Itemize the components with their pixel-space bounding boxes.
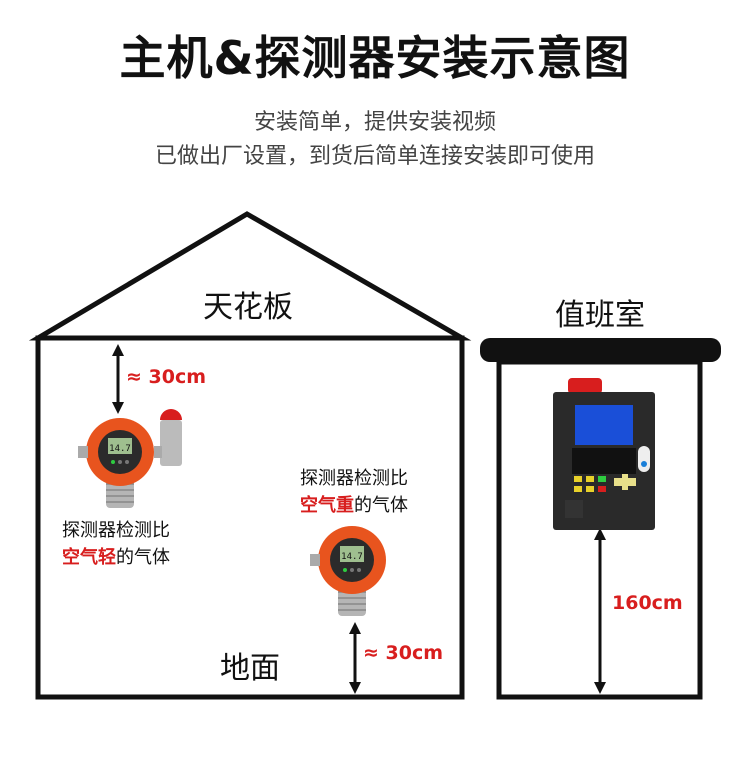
detector-floor: 14.7 [309, 525, 387, 617]
page-title: 主机&探测器安装示意图 [119, 31, 631, 85]
detector-ceiling: 14.7 [77, 409, 182, 509]
bottom-distance-label: ≈ 30cm [363, 642, 444, 664]
height-label: 160cm [612, 592, 683, 614]
note-rest: 的气体 [354, 495, 408, 516]
detector-display: 14.7 [109, 444, 131, 454]
duty-room-roof [480, 338, 721, 362]
top-distance-label: ≈ 30cm [126, 366, 207, 388]
note-rest: 的气体 [116, 547, 170, 568]
note-line: 探测器检测比 [62, 520, 170, 541]
controller [553, 378, 655, 530]
note-highlight: 空气轻 [62, 547, 116, 568]
note-line: 探测器检测比 [300, 468, 408, 489]
subtitle-line-2: 已做出厂设置，到货后简单连接安装即可使用 [154, 144, 595, 169]
note-highlight: 空气重 [300, 495, 354, 516]
light-gas-note: 探测器检测比 空气轻的气体 [62, 517, 170, 571]
subtitle-line-1: 安装简单，提供安装视频 [253, 110, 496, 135]
floor-label: 地面 [220, 651, 280, 686]
heavy-gas-note: 探测器检测比 空气重的气体 [300, 465, 408, 519]
detector-display: 14.7 [341, 552, 363, 562]
duty-room-walls [496, 359, 703, 700]
ceiling-label: 天花板 [203, 290, 293, 325]
house-walls [35, 335, 465, 700]
duty-room-label: 值班室 [555, 298, 645, 333]
